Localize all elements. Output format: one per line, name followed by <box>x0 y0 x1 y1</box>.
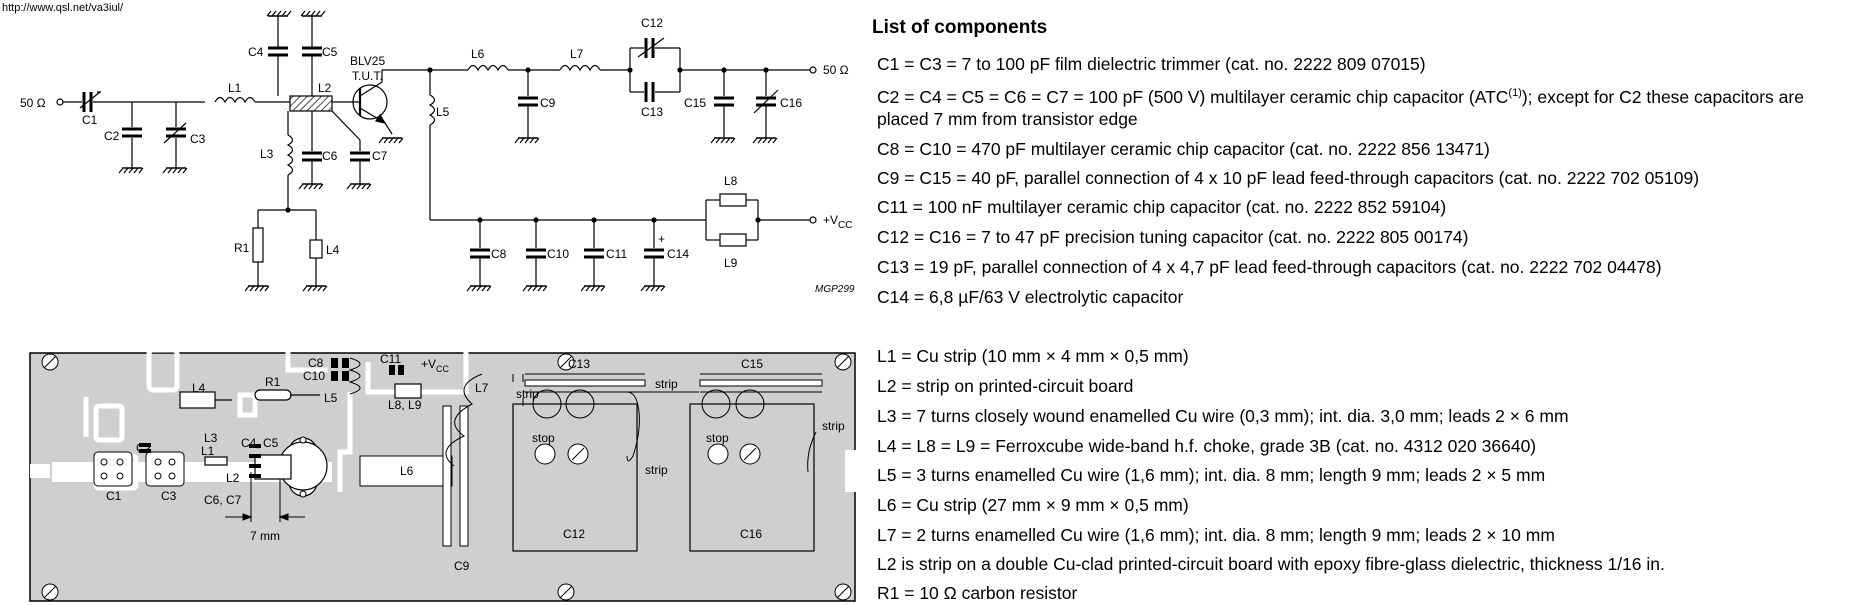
label-c1: C1 <box>82 113 98 127</box>
component-l4: L4 = L8 = L9 = Ferroxcube wide-band h.f.… <box>877 436 1537 456</box>
pcb-label-c13: C13 <box>568 357 590 371</box>
pcb-label-l4: L4 <box>192 381 206 395</box>
pcb-label-stop2: stop <box>706 431 729 445</box>
component-l2: L2 = strip on printed-circuit board <box>877 376 1134 396</box>
label-c11: C11 <box>606 247 627 261</box>
label-out-ohm: 50 Ω <box>823 63 849 77</box>
pcb-layout-drawing: C1 C2 C3 C4, C5 C6, C7 C8 C10 C11 +VCC L… <box>29 352 859 602</box>
component-r1: R1 = 10 Ω carbon resistor <box>877 583 1078 603</box>
component-l5: L5 = 3 turns enamelled Cu wire (1,6 mm);… <box>877 465 1546 485</box>
label-c3: C3 <box>190 132 206 146</box>
label-c16: C16 <box>780 96 802 110</box>
label-c2: C2 <box>104 129 120 143</box>
label-l6: L6 <box>471 47 485 61</box>
pcb-label-r1: R1 <box>265 375 281 389</box>
label-c13: C13 <box>641 105 663 119</box>
pcb-label-strip3: strip <box>645 463 668 477</box>
pcb-label-l3: L3 <box>204 431 218 445</box>
source-url: http://www.qsl.net/va3iul/ <box>2 2 124 14</box>
label-tut: T.U.T. <box>352 69 383 83</box>
pcb-label-c11: C11 <box>380 352 401 366</box>
pcb-label-c9: C9 <box>454 559 470 573</box>
pcb-label-c8: C8 <box>308 356 324 370</box>
pcb-label-l6: L6 <box>400 464 414 478</box>
label-r1: R1 <box>234 241 250 255</box>
label-c9: C9 <box>540 96 556 110</box>
label-l8: L8 <box>724 174 738 188</box>
label-in-ohm: 50 Ω <box>20 96 46 110</box>
label-l9: L9 <box>724 256 738 270</box>
component-c12c16: C12 = C16 = 7 to 47 pF precision tuning … <box>877 227 1469 247</box>
pcb-label-c2: C2 <box>136 441 152 455</box>
components-title: List of components <box>872 17 1048 38</box>
pcb-label-l8l9: L8, L9 <box>388 398 422 412</box>
component-c2: C2 = C4 = C5 = C6 = C7 = 100 pF (500 V) … <box>877 86 1804 129</box>
component-c13: C13 = 19 pF, parallel connection of 4 x … <box>877 257 1662 277</box>
label-c12: C12 <box>641 16 663 30</box>
component-c1c3: C1 = C3 = 7 to 100 pF film dielectric tr… <box>877 54 1426 74</box>
component-l1: L1 = Cu strip (10 mm × 4 mm × 0,5 mm) <box>877 346 1189 366</box>
component-c11: C11 = 100 nF multilayer ceramic chip cap… <box>877 197 1447 217</box>
label-l1: L1 <box>228 81 242 95</box>
pcb-label-c12: C12 <box>563 527 585 541</box>
label-c14: C14 <box>667 247 689 261</box>
pcb-label-vcc: +VCC <box>421 357 450 374</box>
pcb-label-strip4: strip <box>822 419 845 433</box>
pcb-label-c6c7: C6, C7 <box>204 493 242 507</box>
pcb-label-l2: L2 <box>226 471 240 485</box>
component-c8c10: C8 = C10 = 470 pF multilayer ceramic chi… <box>877 139 1490 159</box>
pcb-label-c1: C1 <box>106 489 122 503</box>
label-l7: L7 <box>570 47 584 61</box>
component-l3: L3 = 7 turns closely wound enamelled Cu … <box>877 406 1569 426</box>
label-c10: C10 <box>547 247 569 261</box>
component-l6: L6 = Cu strip (27 mm × 9 mm × 0,5 mm) <box>877 495 1189 515</box>
pcb-label-c16: C16 <box>740 527 762 541</box>
label-c15: C15 <box>684 96 706 110</box>
component-c9c15: C9 = C15 = 40 pF, parallel connection of… <box>877 168 1700 188</box>
drawing-code: MGP299 <box>815 284 855 295</box>
pcb-label-strip2: strip <box>655 377 678 391</box>
label-l3: L3 <box>260 147 274 161</box>
pcb-label-stop1: stop <box>532 431 555 445</box>
label-c7: C7 <box>372 149 388 163</box>
component-l7: L7 = 2 turns enamelled Cu wire (1,6 mm);… <box>877 525 1555 545</box>
label-plus: + <box>658 232 665 246</box>
label-c6: C6 <box>322 149 338 163</box>
pcb-label-c4c5: C4, C5 <box>241 436 279 450</box>
label-c4: C4 <box>248 45 264 59</box>
pcb-label-c3: C3 <box>161 489 177 503</box>
label-l2: L2 <box>318 81 332 95</box>
pcb-label-dim: 7 mm <box>250 529 280 543</box>
circuit-schematic: 50 Ω 50 Ω BLV25 T.U.T. C1 C2 C3 C4 C5 C6… <box>20 10 852 292</box>
label-c8: C8 <box>491 247 507 261</box>
pcb-label-c15: C15 <box>741 357 763 371</box>
pcb-label-l5: L5 <box>324 391 338 405</box>
component-l2-pcb: L2 is strip on a double Cu-clad printed-… <box>877 554 1665 574</box>
label-transistor: BLV25 <box>350 54 385 68</box>
pcb-label-l1: L1 <box>201 444 215 458</box>
pcb-label-l7: L7 <box>475 381 489 395</box>
label-l4: L4 <box>326 243 340 257</box>
pcb-label-strip1: strip <box>516 387 539 401</box>
label-l5: L5 <box>436 105 450 119</box>
label-vcc: +VCC <box>823 213 852 231</box>
label-c5: C5 <box>322 45 338 59</box>
pcb-label-c10: C10 <box>303 369 325 383</box>
component-c14: C14 = 6,8 µF/63 V electrolytic capacitor <box>877 287 1184 307</box>
